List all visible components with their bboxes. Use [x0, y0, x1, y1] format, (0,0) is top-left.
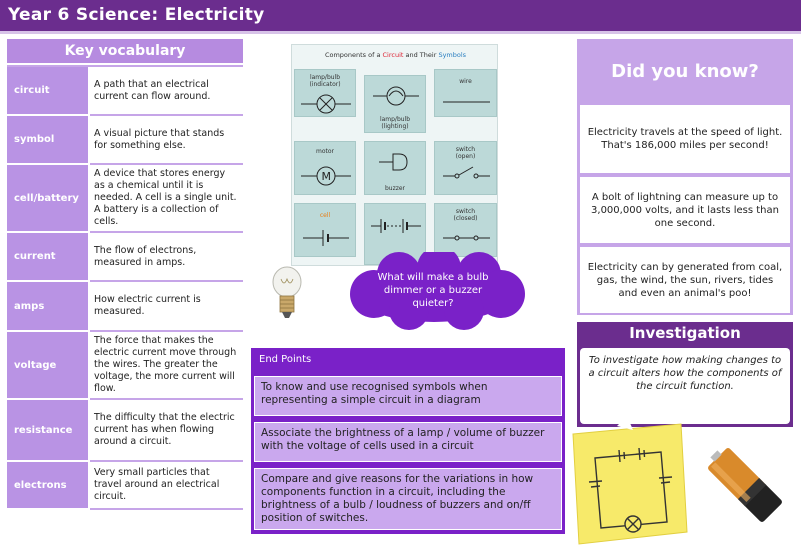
fact-item: Electricity travels at the speed of ligh…	[580, 105, 790, 173]
switch-closed-label: switch	[455, 208, 476, 215]
lamp-lighting-icon	[373, 86, 419, 106]
symbols-title-circuit: Circuit	[382, 51, 404, 59]
switch-open-label: switch	[455, 146, 476, 153]
vocab-row: current The flow of electrons, measured …	[7, 233, 243, 282]
vocab-term: symbol	[7, 116, 90, 165]
switch-closed-label: (closed)	[453, 215, 478, 222]
investigation-heading: Investigation	[629, 324, 741, 342]
lamp-lighting-label: (lighting)	[381, 123, 409, 130]
page-title: Year 6 Science: Electricity	[8, 5, 265, 25]
lamp-lighting-label: lamp/bulb	[379, 116, 411, 123]
switch-closed-card: switch (closed)	[434, 203, 497, 257]
battery-icon	[708, 448, 782, 522]
vocab-definition: The difficulty that the electric current…	[90, 400, 243, 462]
motor-label: motor	[315, 148, 334, 155]
vocab-definition: How electric current is measured.	[90, 282, 243, 332]
lamp-lighting-card: lamp/bulb (lighting)	[364, 75, 426, 133]
vocab-term: resistance	[7, 400, 90, 462]
cell-label: cell	[319, 212, 331, 219]
circuit-symbols-chart: Components of a Circuit and Their Symbol…	[291, 44, 498, 266]
did-you-know-panel: Did you know? Electricity travels at the…	[577, 39, 793, 315]
vocab-definition: Very small particles that travel around …	[90, 462, 243, 510]
vocab-term: electrons	[7, 462, 90, 510]
switch-open-label: (open)	[455, 153, 476, 160]
fact-item: A bolt of lightning can measure up to 3,…	[580, 177, 790, 243]
vocab-term: cell/battery	[7, 165, 90, 233]
motor-icon: M	[301, 166, 351, 186]
vocab-row: amps How electric current is measured.	[7, 282, 243, 332]
vocab-term: amps	[7, 282, 90, 332]
question-text: What will make a bulb dimmer or a buzzer…	[377, 272, 489, 309]
vocab-definition: The flow of electrons, measured in amps.	[90, 233, 243, 282]
svg-text:M: M	[322, 170, 332, 183]
vocab-row: voltage The force that makes the electri…	[7, 332, 243, 400]
vocab-definition: A device that stores energy as a chemica…	[90, 165, 243, 233]
vocab-row: symbol A visual picture that stands for …	[7, 116, 243, 165]
investigation-text: To investigate how making changes to a c…	[580, 348, 790, 424]
symbols-title-text: Components of a	[324, 51, 383, 59]
vocab-row: electrons Very small particles that trav…	[7, 462, 243, 510]
vocab-definition: A path that an electrical current can fl…	[90, 67, 243, 116]
vocab-definition: A visual picture that stands for somethi…	[90, 116, 243, 165]
end-point-item: Compare and give reasons for the variati…	[254, 468, 562, 530]
vocabulary-heading: Key vocabulary	[7, 39, 243, 65]
end-point-item: To know and use recognised symbols when …	[254, 376, 562, 416]
light-bulb-icon	[272, 266, 302, 318]
vocabulary-panel: Key vocabulary circuit A path that an el…	[7, 39, 243, 510]
switch-open-icon	[443, 166, 490, 179]
end-points-heading: End Points	[259, 354, 312, 365]
cell-icon	[303, 230, 349, 246]
vocab-term: voltage	[7, 332, 90, 400]
lamp-indicator-card: lamp/bulb (indicator)	[294, 69, 356, 117]
vocab-row: cell/battery A device that stores energy…	[7, 165, 243, 233]
vocab-term: circuit	[7, 67, 90, 116]
symbols-title-symbols: Symbols	[438, 51, 467, 59]
lamp-indicator-icon	[301, 94, 351, 114]
title-bar: Year 6 Science: Electricity	[0, 0, 801, 34]
lamp-indicator-label: (indicator)	[309, 81, 341, 88]
wire-icon	[443, 101, 490, 103]
vocab-row: circuit A path that an electrical curren…	[7, 67, 243, 116]
buzzer-icon	[379, 153, 408, 171]
vocab-term: current	[7, 233, 90, 282]
investigation-panel: Investigation To investigate how making …	[577, 322, 793, 427]
cell-card: cell	[294, 203, 356, 257]
buzzer-card: buzzer	[364, 141, 426, 195]
thought-cloud	[350, 252, 525, 330]
battery-symbol-icon	[371, 219, 421, 233]
sticky-note-circuit	[572, 420, 688, 545]
switch-open-card: switch (open)	[434, 141, 497, 195]
motor-card: motor M	[294, 141, 356, 195]
vocab-row: resistance The difficulty that the elect…	[7, 400, 243, 462]
symbols-title-text: and Their	[403, 51, 439, 59]
buzzer-label: buzzer	[384, 185, 406, 192]
end-point-item: Associate the brightness of a lamp / vol…	[254, 422, 562, 462]
wire-card: wire	[434, 69, 497, 117]
symbols-chart-title: Components of a Circuit and Their Symbol…	[292, 51, 497, 59]
wire-label: wire	[459, 78, 472, 85]
switch-closed-icon	[443, 235, 490, 241]
lamp-indicator-label: lamp/bulb	[309, 74, 341, 81]
did-you-know-heading: Did you know?	[611, 61, 759, 82]
end-points-panel: End Points To know and use recognised sy…	[251, 348, 565, 534]
fact-item: Electricity can by generated from coal, …	[580, 247, 790, 313]
vocab-definition: The force that makes the electric curren…	[90, 332, 243, 400]
